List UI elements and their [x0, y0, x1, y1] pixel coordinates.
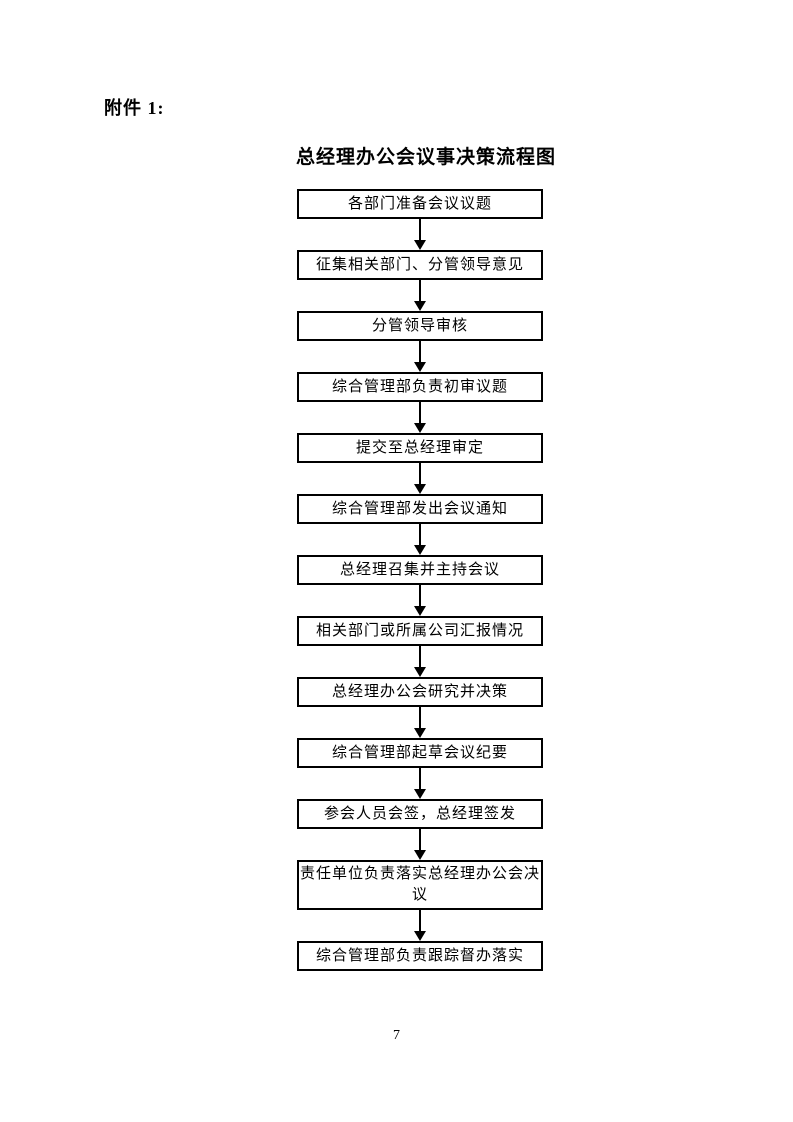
page-number: 7: [393, 1028, 400, 1043]
arrow-down-icon: [297, 463, 543, 494]
flowchart-step-11: 参会人员会签，总经理签发: [297, 799, 543, 829]
flowchart-step-12: 责任单位负责落实总经理办公会决议: [297, 860, 543, 910]
flowchart-step-6: 综合管理部发出会议通知: [297, 494, 543, 524]
arrow-down-icon: [297, 910, 543, 941]
flowchart-step-4: 综合管理部负责初审议题: [297, 372, 543, 402]
arrow-down-icon: [297, 585, 543, 616]
attachment-label: 附件 1:: [104, 98, 165, 118]
flowchart-step-5: 提交至总经理审定: [297, 433, 543, 463]
arrow-down-icon: [297, 219, 543, 250]
flowchart: 各部门准备会议议题 征集相关部门、分管领导意见 分管领导审核 综合管理部负责初审…: [297, 189, 543, 971]
page-title: 总经理办公会议事决策流程图: [295, 147, 556, 168]
flowchart-step-8: 相关部门或所属公司汇报情况: [297, 616, 543, 646]
flowchart-step-13: 综合管理部负责跟踪督办落实: [297, 941, 543, 971]
arrow-down-icon: [297, 646, 543, 677]
flowchart-step-9: 总经理办公会研究并决策: [297, 677, 543, 707]
arrow-down-icon: [297, 829, 543, 860]
flowchart-step-2: 征集相关部门、分管领导意见: [297, 250, 543, 280]
arrow-down-icon: [297, 280, 543, 311]
flowchart-step-7: 总经理召集并主持会议: [297, 555, 543, 585]
arrow-down-icon: [297, 341, 543, 372]
arrow-down-icon: [297, 707, 543, 738]
arrow-down-icon: [297, 524, 543, 555]
flowchart-step-3: 分管领导审核: [297, 311, 543, 341]
flowchart-step-1: 各部门准备会议议题: [297, 189, 543, 219]
arrow-down-icon: [297, 402, 543, 433]
arrow-down-icon: [297, 768, 543, 799]
flowchart-step-10: 综合管理部起草会议纪要: [297, 738, 543, 768]
